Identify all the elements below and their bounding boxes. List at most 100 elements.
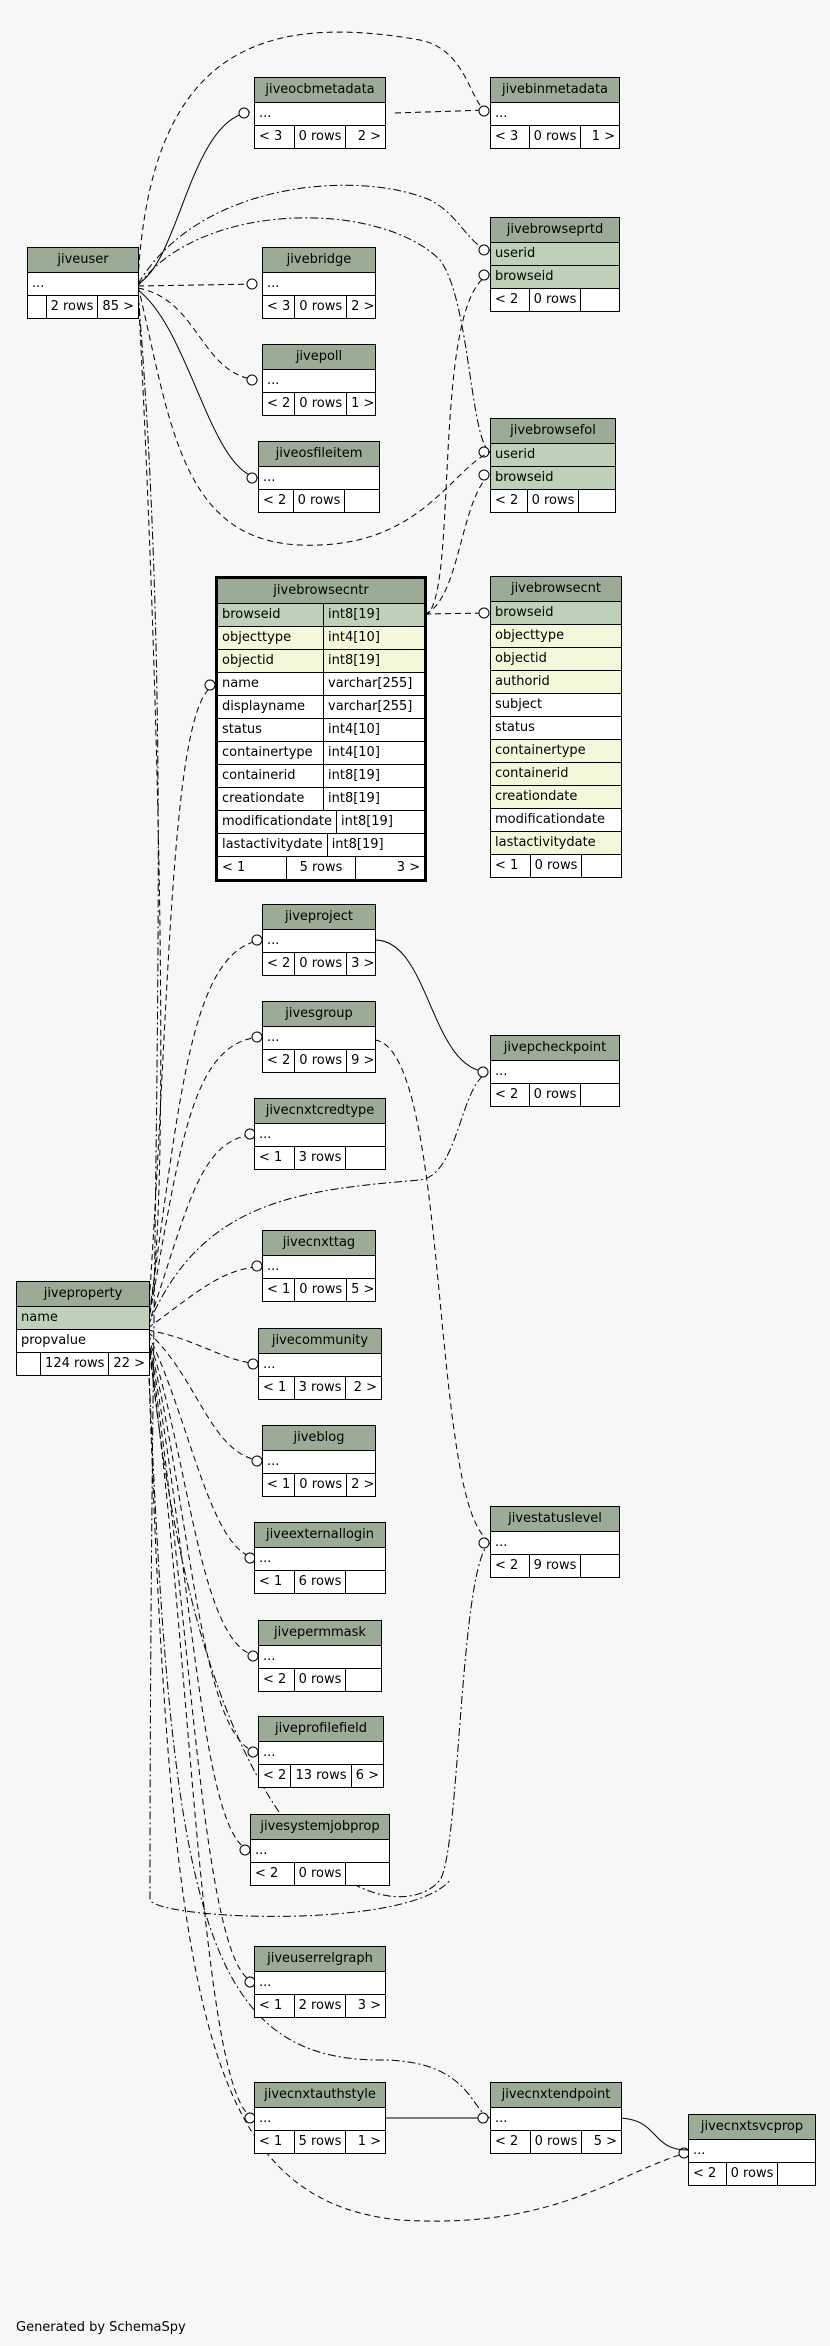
column-row[interactable]: ...: [689, 2140, 815, 2163]
table-title[interactable]: jivebinmetadata: [491, 78, 619, 103]
table-title[interactable]: jivecnxttag: [263, 1231, 375, 1256]
column-row[interactable]: ...: [263, 273, 375, 296]
column-row[interactable]: browseid: [491, 602, 621, 625]
column-row[interactable]: ...: [263, 1256, 375, 1279]
table-title[interactable]: jiveblog: [263, 1426, 375, 1451]
parents-count[interactable]: < 1: [259, 2134, 283, 2149]
column-row[interactable]: ...: [263, 370, 375, 393]
table-title[interactable]: jiveuserrelgraph: [255, 1947, 385, 1972]
column-row[interactable]: ...: [259, 1646, 381, 1669]
children-count[interactable]: [777, 2163, 815, 2185]
column-row[interactable]: ...: [263, 1027, 375, 1050]
parents-count[interactable]: < 2: [263, 1672, 287, 1687]
parents-count[interactable]: < 2: [495, 2134, 519, 2149]
children-count[interactable]: 2 >: [346, 296, 378, 318]
children-count[interactable]: [580, 1084, 619, 1106]
parents-count[interactable]: < 1: [267, 1282, 291, 1297]
children-count[interactable]: [344, 490, 379, 512]
column-row[interactable]: userid: [491, 243, 619, 266]
parents-count[interactable]: < 2: [267, 396, 291, 411]
column-row[interactable]: modificationdate: [491, 809, 621, 832]
column-row[interactable]: ...: [255, 1548, 385, 1571]
table-title[interactable]: jivebrowsefol: [491, 419, 615, 444]
column-row[interactable]: ...: [259, 1354, 381, 1377]
children-count[interactable]: [580, 1555, 619, 1577]
column-row[interactable]: ...: [263, 930, 375, 953]
column-row[interactable]: browseid: [491, 266, 619, 289]
table-title[interactable]: jivestatuslevel: [491, 1507, 619, 1532]
parents-count[interactable]: < 1: [222, 860, 246, 875]
table-title[interactable]: jiveproject: [263, 905, 375, 930]
parents-count[interactable]: < 2: [693, 2166, 717, 2181]
children-count[interactable]: [580, 289, 619, 311]
column-row[interactable]: containertype: [491, 740, 621, 763]
parents-count[interactable]: < 1: [259, 1998, 283, 2013]
column-row[interactable]: status: [491, 717, 621, 740]
table-title[interactable]: jiveprofilefield: [259, 1717, 383, 1742]
parents-count[interactable]: < 3: [259, 129, 283, 144]
children-count[interactable]: 5 >: [581, 2131, 621, 2153]
column-row[interactable]: ...: [255, 1124, 385, 1147]
children-count[interactable]: 6 >: [350, 1765, 383, 1787]
table-title[interactable]: jiveosfileitem: [259, 442, 379, 467]
column-row[interactable]: ...: [263, 1451, 375, 1474]
column-row[interactable]: ...: [491, 103, 619, 126]
parents-count[interactable]: < 2: [495, 1558, 519, 1573]
column-row[interactable]: objectid: [491, 648, 621, 671]
column-row[interactable]: ...: [491, 1532, 619, 1555]
children-count[interactable]: 22 >: [108, 1353, 149, 1375]
children-count[interactable]: 3 >: [355, 857, 424, 879]
table-title[interactable]: jivecommunity: [259, 1329, 381, 1354]
parents-count[interactable]: < 2: [255, 1866, 279, 1881]
children-count[interactable]: 1 >: [346, 393, 378, 415]
column-row[interactable]: name: [17, 1307, 149, 1330]
column-row[interactable]: ...: [28, 273, 138, 296]
parents-count[interactable]: < 1: [495, 858, 519, 873]
column-row[interactable]: authorid: [491, 671, 621, 694]
children-count[interactable]: 2 >: [345, 1377, 381, 1399]
column-row[interactable]: userid: [491, 444, 615, 467]
children-count[interactable]: 9 >: [346, 1050, 378, 1072]
table-title[interactable]: jivesgroup: [263, 1002, 375, 1027]
table-title[interactable]: jivepcheckpoint: [491, 1036, 619, 1061]
column-row[interactable]: objecttype: [491, 625, 621, 648]
parents-count[interactable]: < 2: [495, 1087, 519, 1102]
table-title[interactable]: jivebrowseprtd: [491, 218, 619, 243]
children-count[interactable]: 85 >: [97, 296, 138, 318]
children-count[interactable]: 2 >: [345, 126, 385, 148]
children-count[interactable]: 1 >: [580, 126, 619, 148]
column-row[interactable]: ...: [255, 103, 385, 126]
column-row[interactable]: browseid: [491, 467, 615, 490]
parents-count[interactable]: [17, 1353, 40, 1375]
table-title[interactable]: jiveexternallogin: [255, 1523, 385, 1548]
table-title[interactable]: jivesystemjobprop: [251, 1815, 389, 1840]
children-count[interactable]: 5 >: [346, 1279, 378, 1301]
column-row[interactable]: ...: [255, 1972, 385, 1995]
table-title[interactable]: jivecnxtcredtype: [255, 1099, 385, 1124]
parents-count[interactable]: < 2: [263, 1768, 287, 1783]
